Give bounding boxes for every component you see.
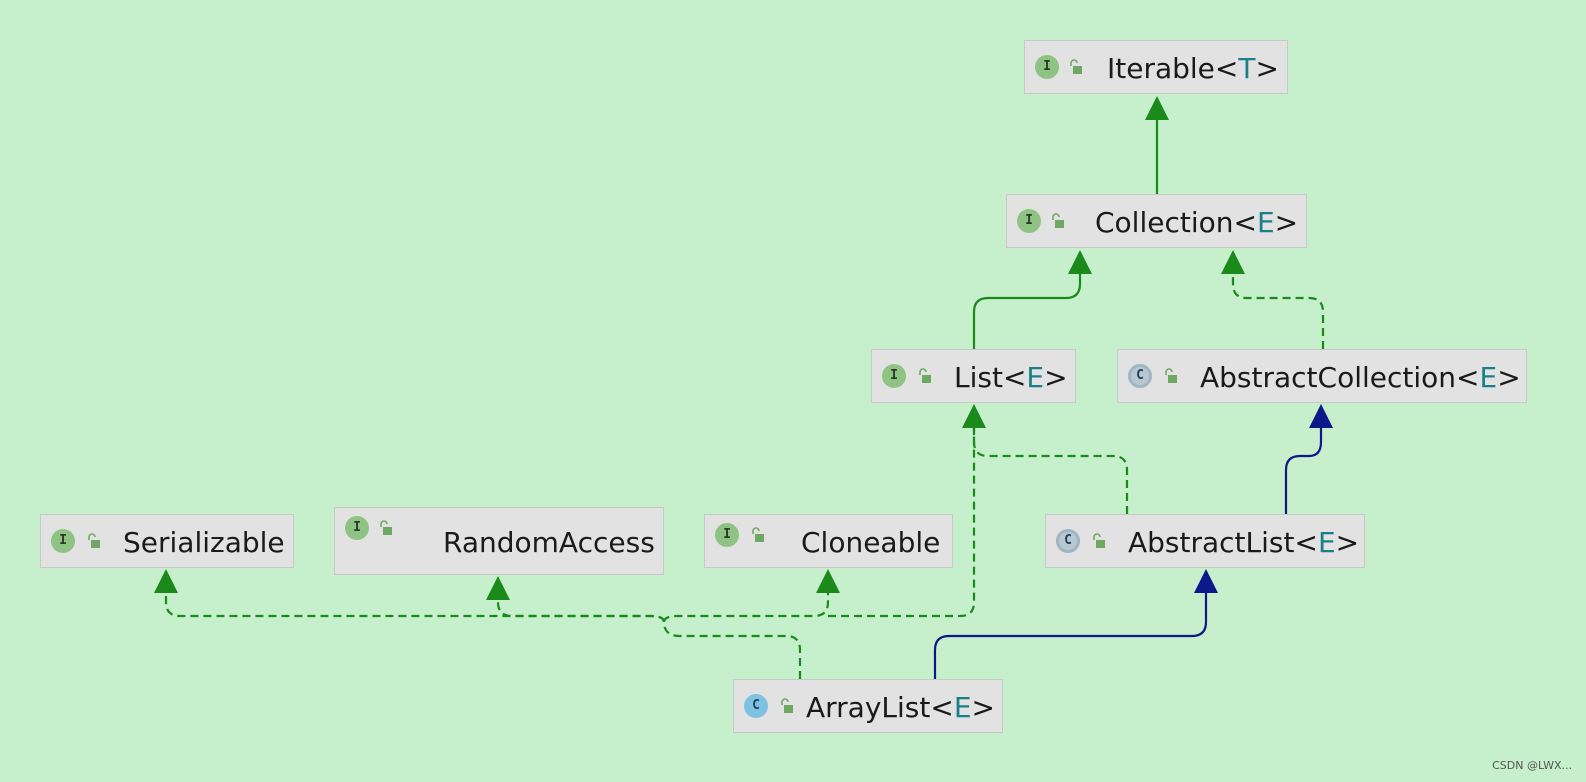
interface-icon: I: [882, 364, 906, 388]
interface-icon: I: [715, 523, 739, 547]
node-serializable[interactable]: I Serializable: [40, 514, 294, 568]
node-random-access[interactable]: I RandomAccess: [334, 507, 664, 575]
node-label: AbstractList<E>: [1128, 526, 1360, 559]
class-icon: C: [744, 694, 768, 718]
arrowhead: [1221, 250, 1245, 274]
unlock-icon: [1165, 368, 1177, 383]
abstract-class-icon: C: [1128, 364, 1152, 388]
edge-arraylist-to-abstract-list: [933, 591, 1208, 679]
node-cloneable[interactable]: I Cloneable: [704, 514, 953, 568]
arrowhead: [154, 569, 178, 593]
arrowhead: [1068, 250, 1092, 274]
edge-arraylist-to-random-access: [496, 598, 666, 623]
edge-abstract-list-to-list: [972, 426, 1129, 514]
edge-arraylist-to-list: [828, 426, 976, 618]
node-label: Serializable: [123, 526, 285, 559]
node-label: Iterable<T>: [1107, 52, 1279, 85]
edge-arraylist-to-cloneable: [662, 591, 830, 623]
unlock-icon: [919, 368, 931, 383]
arrowhead: [486, 576, 510, 600]
arrowhead: [1309, 404, 1333, 428]
node-collection[interactable]: I Collection<E>: [1006, 194, 1307, 248]
node-label: Collection<E>: [1095, 206, 1299, 239]
abstract-class-icon: C: [1056, 529, 1080, 553]
edge-abstract-list-to-abstract-collection: [1284, 426, 1323, 514]
unlock-icon: [1093, 533, 1105, 548]
edge-arraylist-to-serializable: [164, 591, 802, 679]
unlock-icon: [380, 520, 392, 535]
unlock-icon: [88, 533, 100, 548]
interface-icon: I: [51, 529, 75, 553]
node-label: Cloneable: [801, 526, 941, 559]
unlock-icon: [752, 527, 764, 542]
arrowhead: [1194, 569, 1218, 593]
node-arraylist[interactable]: C ArrayList<E>: [733, 679, 1003, 733]
interface-icon: I: [345, 516, 369, 540]
arrowhead: [1145, 96, 1169, 120]
node-abstract-list[interactable]: C AbstractList<E>: [1045, 514, 1365, 568]
watermark: CSDN @LWX...: [1492, 759, 1572, 772]
unlock-icon: [1070, 59, 1082, 74]
node-iterable[interactable]: I Iterable<T>: [1024, 40, 1288, 94]
node-label: RandomAccess: [443, 526, 655, 559]
node-label: AbstractCollection<E>: [1200, 361, 1521, 394]
node-abstract-collection[interactable]: C AbstractCollection<E>: [1117, 349, 1527, 403]
arrowhead: [962, 404, 986, 428]
unlock-icon: [1052, 213, 1064, 228]
node-list[interactable]: I List<E>: [871, 349, 1076, 403]
node-label: ArrayList<E>: [806, 691, 995, 724]
arrowhead: [816, 569, 840, 593]
edge-list-to-collection: [972, 272, 1082, 349]
node-label: List<E>: [954, 361, 1068, 394]
interface-icon: I: [1017, 209, 1041, 233]
unlock-icon: [781, 698, 793, 713]
interface-icon: I: [1035, 55, 1059, 79]
edge-abstract-collection-to-collection: [1231, 272, 1325, 349]
